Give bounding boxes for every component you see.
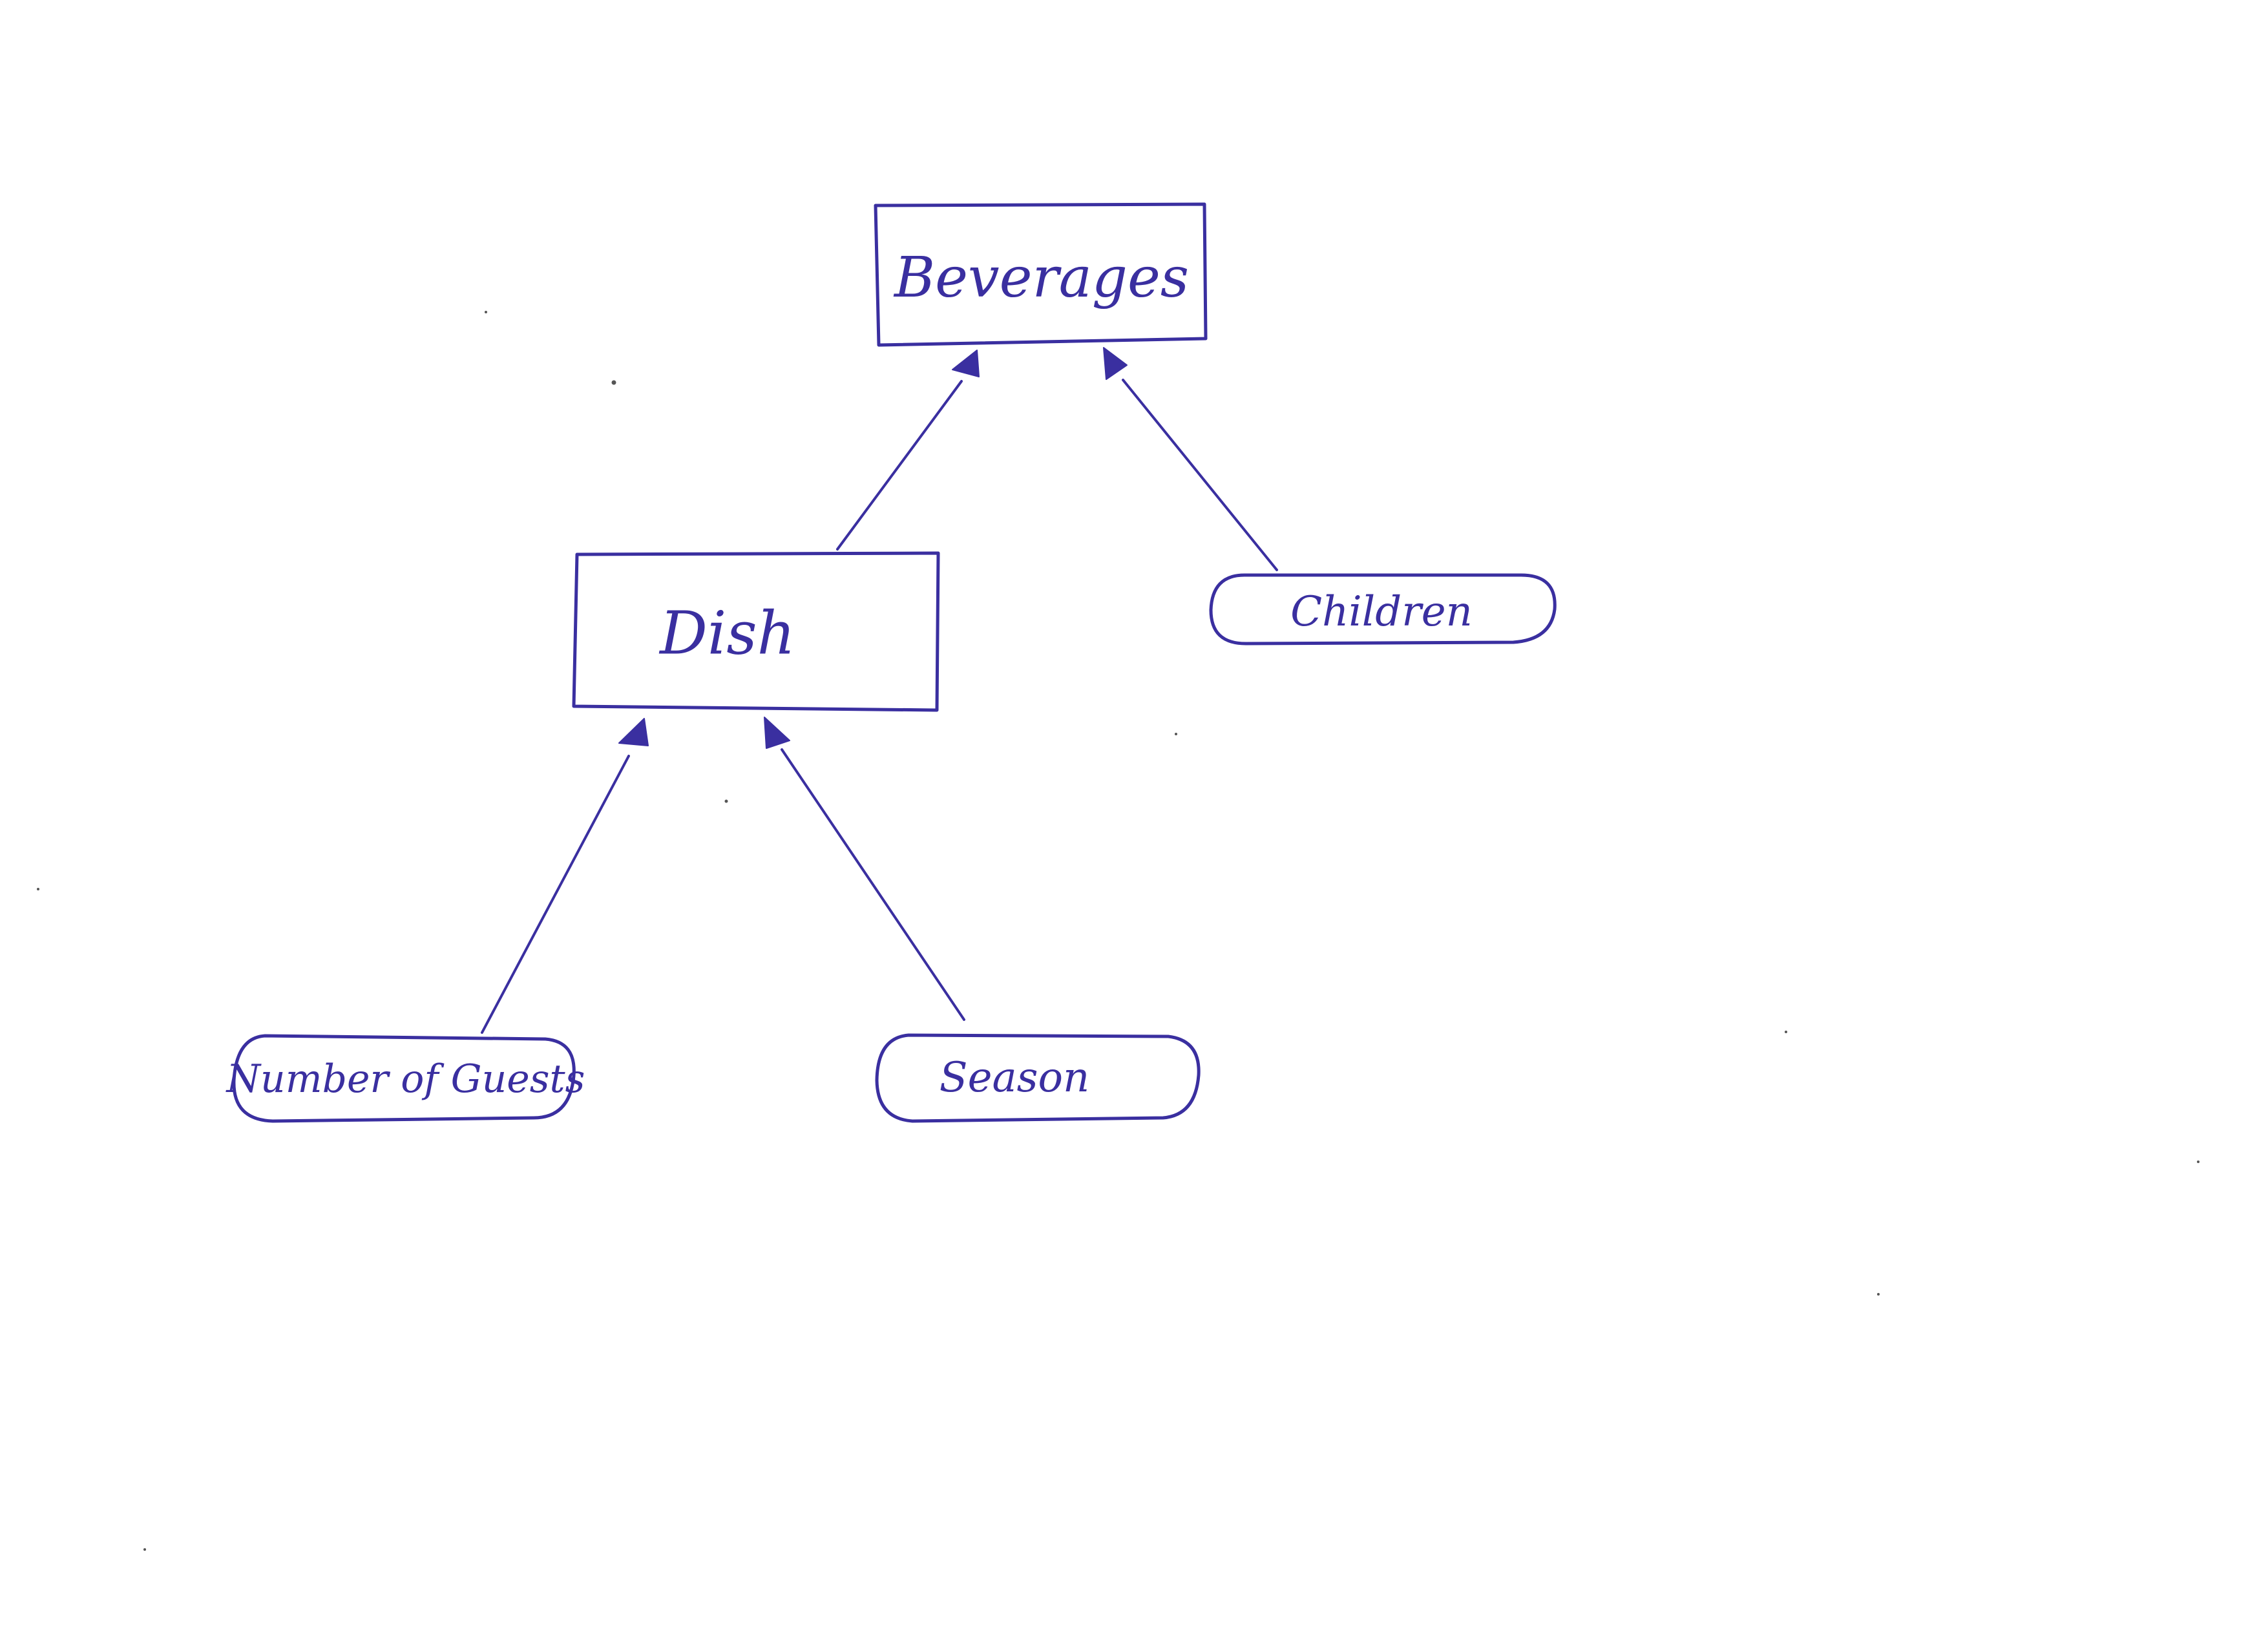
edge-children-to-beverages xyxy=(1103,347,1278,571)
paper-specks xyxy=(37,311,2200,1551)
node-children: Children xyxy=(1209,573,1557,646)
node-box xyxy=(874,202,1208,347)
arrowhead-icon xyxy=(952,350,980,377)
arrowhead-icon xyxy=(1103,347,1128,380)
edge-guests-to-dish xyxy=(481,718,649,1034)
node-label: Beverages xyxy=(893,246,1189,310)
node-label: Children xyxy=(1290,588,1473,636)
node-season: Season xyxy=(875,1033,1201,1123)
edge-line xyxy=(481,755,630,1034)
node-label: Number of Guests xyxy=(226,1056,585,1102)
node-pill xyxy=(232,1034,576,1123)
edges xyxy=(481,347,1278,1034)
edge-line xyxy=(781,748,965,1021)
edge-season-to-dish xyxy=(764,717,965,1021)
node-pill xyxy=(875,1033,1201,1123)
node-label: Dish xyxy=(658,599,795,668)
arrowhead-icon xyxy=(618,718,649,746)
node-dish: Dish xyxy=(572,551,940,712)
node-pill xyxy=(1209,573,1557,646)
node-beverages: Beverages xyxy=(874,202,1208,347)
edge-line xyxy=(836,380,963,551)
node-label: Season xyxy=(940,1054,1089,1102)
edge-dish-to-beverages xyxy=(836,350,980,551)
arrowhead-icon xyxy=(764,717,790,749)
node-box xyxy=(572,551,940,712)
edge-line xyxy=(1122,379,1278,571)
node-number-of-guests: Number of Guests xyxy=(226,1034,585,1123)
